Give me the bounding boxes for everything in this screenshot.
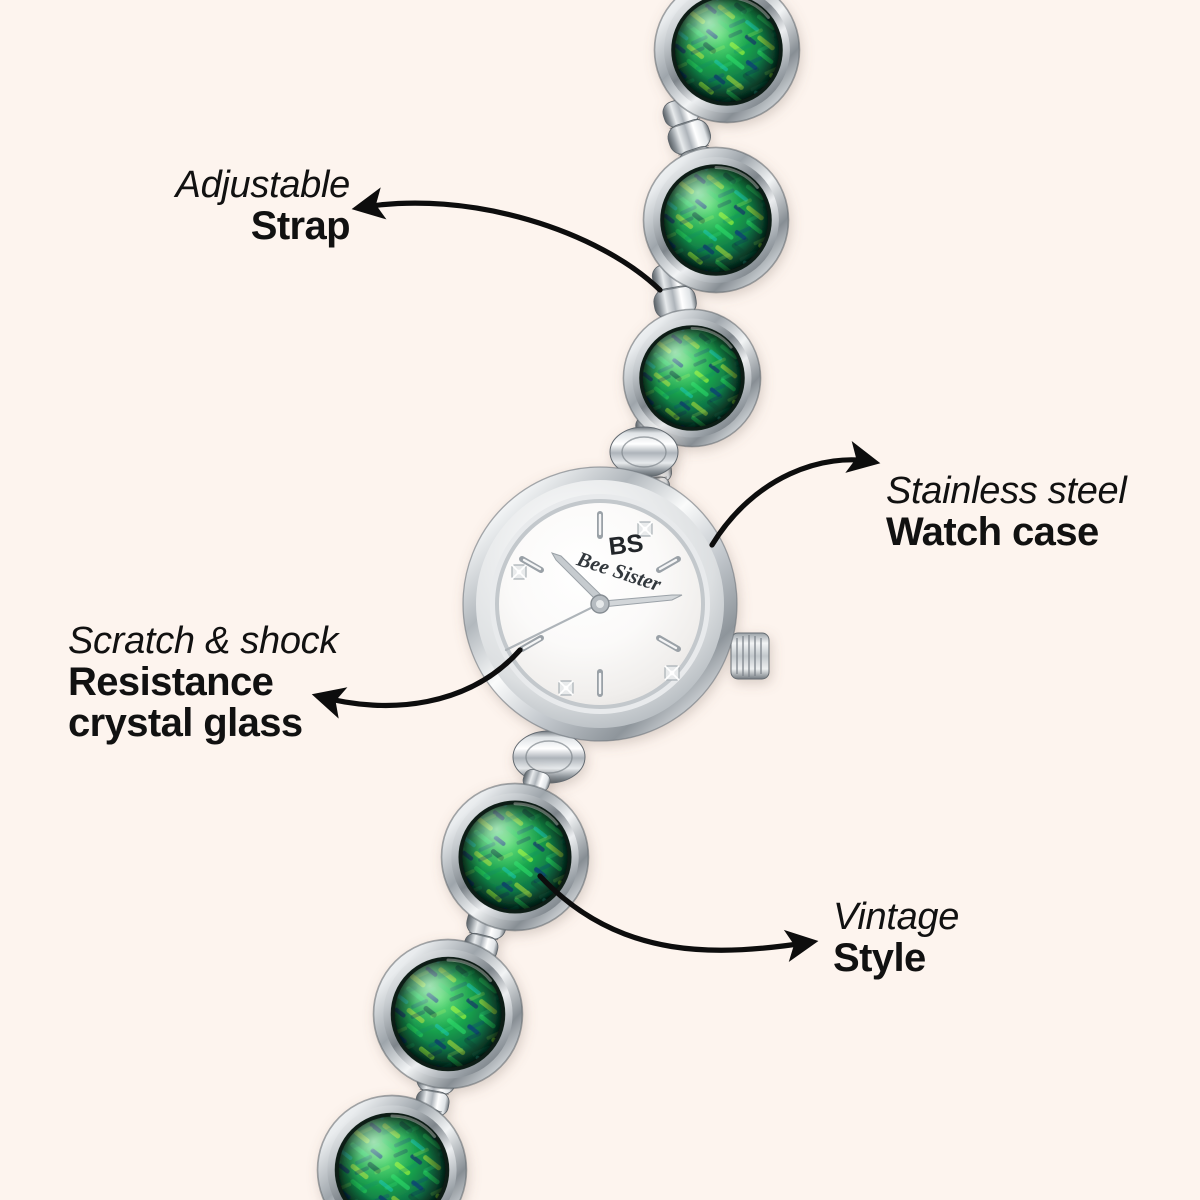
callout-strong-text: Style (833, 935, 926, 980)
callout-lead-text: Adjustable (175, 164, 351, 206)
callout-strong-text: Watch case (886, 509, 1099, 554)
callout-lead-text: Vintage (833, 896, 960, 938)
strap-bead (440, 782, 590, 932)
watch-hands (504, 552, 683, 652)
strap-lower (316, 766, 590, 1200)
callout-lead-text: Scratch & shock (68, 620, 339, 662)
callout-adjustable-strap: Adjustable Strap (10, 164, 351, 248)
callout-vintage-style: Vintage Style (833, 896, 960, 980)
callout-watch-case: Stainless steel Watch case (886, 470, 1127, 554)
second-hand (504, 601, 603, 652)
callout-strong-text-2: crystal glass (68, 701, 303, 746)
dial-crystal-markers (511, 521, 680, 696)
dial-hour-markers-bright (522, 513, 678, 695)
callout-crystal-glass: Scratch & shock Resistance crystal glass (68, 620, 339, 746)
strap-bead (372, 938, 524, 1090)
watch-lug-top (609, 426, 679, 478)
strap-upper (622, 0, 801, 501)
watch-head: BS Bee Sister (462, 426, 770, 784)
strap-bead (622, 308, 762, 448)
callout-strong-text: Resistance (68, 659, 274, 704)
callout-lead-text: Stainless steel (886, 470, 1127, 512)
strap-bead (642, 146, 790, 294)
dial-brand-mark: BS (607, 529, 645, 561)
callout-strong-text: Strap (250, 203, 351, 248)
watch-crown (730, 632, 770, 680)
